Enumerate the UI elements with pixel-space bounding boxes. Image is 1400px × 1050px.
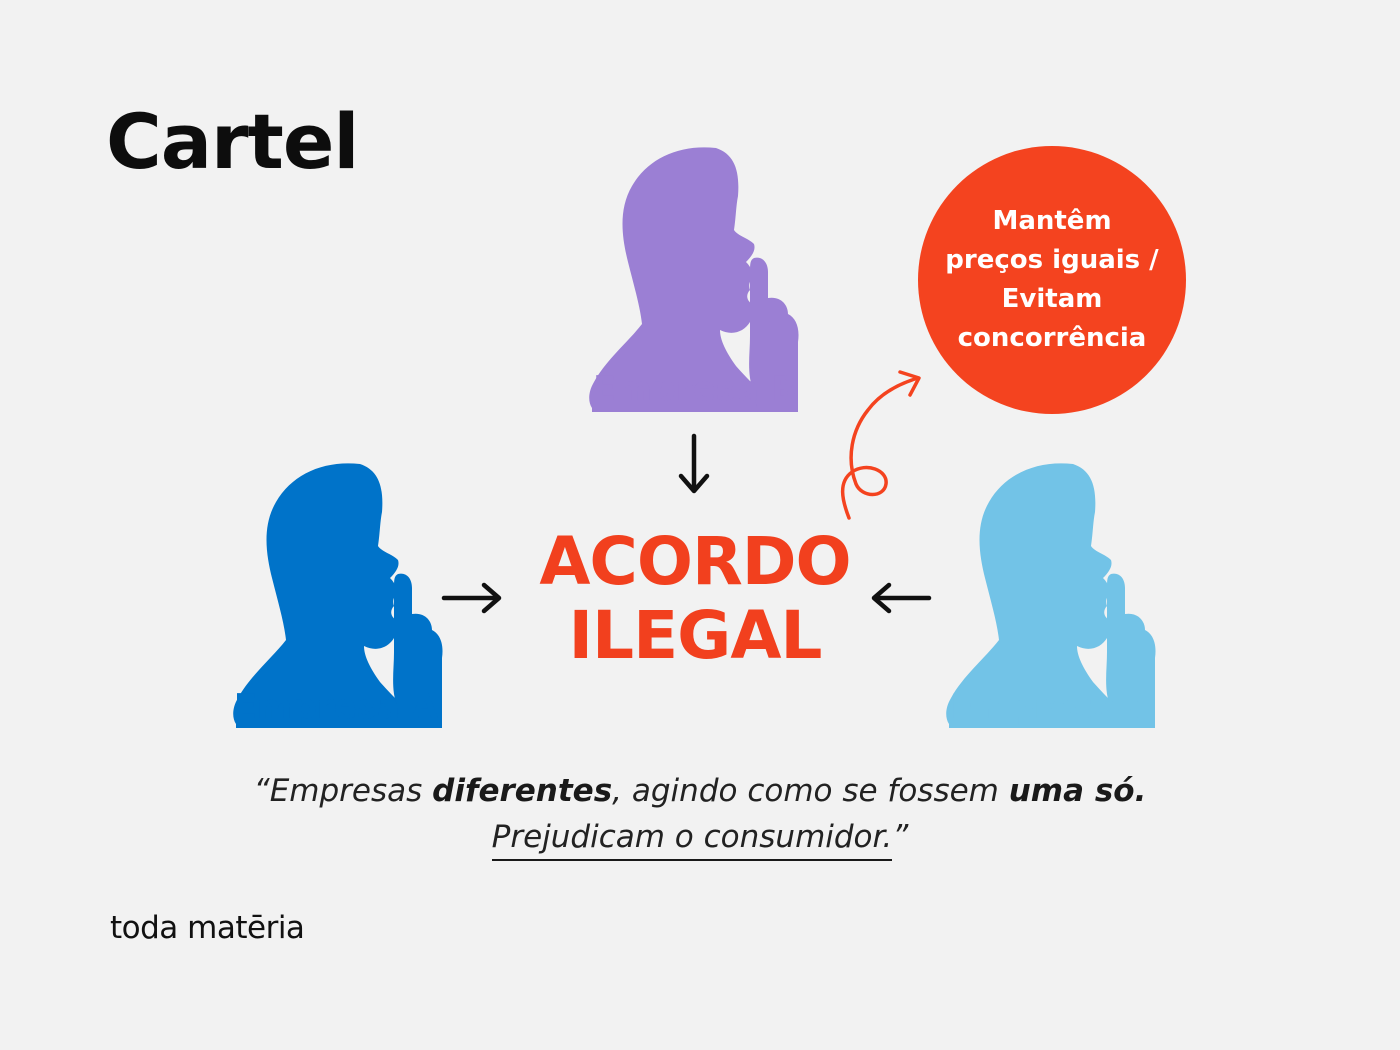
company-c-label: Empresa C	[950, 687, 1154, 727]
bubble-line-4: concorrência	[957, 323, 1147, 353]
bubble-line-3: Evitam	[1001, 284, 1103, 314]
page-title: Cartel	[106, 97, 359, 186]
arrow-right-icon	[441, 582, 502, 614]
company-b-label: Empresa B	[593, 369, 797, 409]
quote-bold-2: uma só.	[1008, 773, 1147, 809]
arrow-left-icon	[871, 582, 932, 614]
center-line-1: ACORDO	[539, 523, 851, 600]
quote-close: ”	[892, 819, 909, 855]
quote-open: “Empresas	[253, 773, 433, 809]
illegal-agreement-text: ACORDO ILEGAL	[480, 525, 910, 673]
quote: “Empresas diferentes, agindo como se fos…	[150, 768, 1250, 861]
quote-line-2: Prejudicam o consumidor.”	[150, 814, 1250, 861]
quote-bold-1: diferentes	[432, 773, 613, 809]
quote-line-1: “Empresas diferentes, agindo como se fos…	[150, 768, 1250, 814]
bubble-line-1: Mantêm	[992, 206, 1112, 236]
company-a-label: Empresa A	[233, 687, 439, 727]
brand-logo: toda matēria	[110, 910, 305, 946]
center-line-2: ILEGAL	[568, 597, 822, 674]
quote-underlined: Prejudicam o consumidor.	[491, 819, 893, 861]
curly-arrow-icon	[840, 370, 921, 520]
bubble-line-2: preços iguais /	[945, 245, 1159, 275]
bubble-text: Mantêm preços iguais / Evitam concorrênc…	[927, 202, 1177, 358]
arrow-down-icon	[678, 433, 710, 494]
quote-mid: , agindo como se fossem	[612, 773, 1009, 809]
effects-bubble: Mantêm preços iguais / Evitam concorrênc…	[918, 146, 1186, 414]
